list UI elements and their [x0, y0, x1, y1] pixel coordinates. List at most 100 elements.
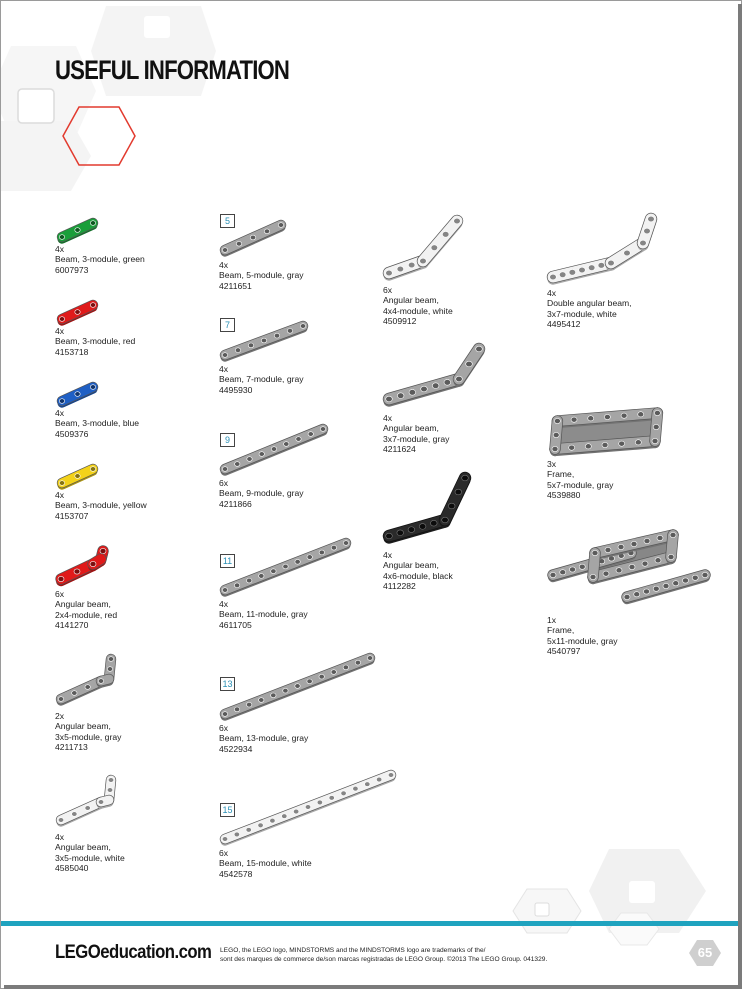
- part-id: 4585040: [55, 863, 89, 874]
- part-name-size: 3x7-module, white: [547, 308, 617, 319]
- angular-2x4-red-illustration: [55, 545, 109, 587]
- footer-accent-bar: [1, 921, 741, 926]
- part-qty: 4x: [383, 413, 393, 423]
- beam-9-gray-illustration: [219, 423, 329, 476]
- part-name: Beam, 15-module, white: [219, 858, 312, 869]
- part-qty: 1x: [547, 615, 557, 625]
- part-name-size: 3x5-module, gray: [55, 731, 122, 742]
- angular-4x6-black-illustration: [382, 471, 472, 544]
- angular-3x5-gray-illustration: [55, 653, 117, 706]
- size-badge-15: 15: [220, 803, 235, 817]
- part-double-angular-3x7-white: 4x Double angular beam, 3x7-module, whit…: [546, 211, 661, 330]
- part-name: Beam, 7-module, gray: [219, 374, 304, 385]
- page-title: USEFUL INFORMATION: [55, 55, 290, 85]
- part-name-size: 4x6-module, black: [383, 570, 453, 581]
- part-qty: 3x: [547, 459, 557, 469]
- part-beam-3-red: 4x Beam, 3-module, red 4153718: [55, 295, 135, 357]
- part-angular-3x7-gray: 4x Angular beam, 3x7-module, gray 421162…: [382, 339, 487, 455]
- page-shadow-right: [738, 4, 742, 989]
- part-name-size: 5x7-module, gray: [547, 479, 614, 490]
- part-qty: 4x: [547, 288, 557, 298]
- part-angular-2x4-red: 6x Angular beam, 2x4-module, red 4141270: [55, 541, 117, 631]
- part-name: Beam, 9-module, gray: [219, 488, 304, 499]
- part-id: 4495412: [547, 319, 581, 330]
- part-qty: 6x: [219, 848, 229, 858]
- part-qty: 4x: [55, 490, 65, 500]
- part-name: Beam, 3-module, green: [55, 254, 145, 265]
- part-name: Double angular beam,: [547, 298, 632, 309]
- beam-5-gray-illustration: [219, 219, 287, 257]
- part-name-size: 3x5-module, white: [55, 852, 125, 863]
- beam-11-gray-illustration: [219, 537, 352, 597]
- part-name: Beam, 5-module, gray: [219, 270, 304, 281]
- part-name-size: 5x11-module, gray: [547, 635, 618, 646]
- part-qty: 4x: [383, 550, 393, 560]
- part-name-size: 2x4-module, red: [55, 609, 118, 620]
- part-name: Angular beam,: [55, 842, 111, 853]
- legal-line-1: LEGO, the LEGO logo, MINDSTORMS and the …: [220, 947, 486, 954]
- part-id: 4509376: [55, 428, 89, 439]
- part-qty: 2x: [55, 711, 65, 721]
- part-beam-3-blue: 4x Beam, 3-module, blue 4509376: [55, 377, 139, 439]
- part-qty: 4x: [55, 832, 65, 842]
- legal-line-2: sont des marques de commerce de/son marc…: [220, 955, 548, 963]
- page-number-badge: 65: [689, 939, 721, 967]
- part-frame-5x7-gray: 3x Frame, 5x7-module, gray 4539880: [547, 403, 664, 501]
- part-name: Beam, 3-module, red: [55, 336, 136, 347]
- part-beam-7-gray: 4x Beam, 7-module, gray 4495930: [219, 315, 309, 395]
- angular-3x7-gray-illustration: [382, 342, 486, 407]
- part-id: 4211651: [219, 280, 252, 291]
- part-qty: 4x: [55, 408, 65, 418]
- part-id: 4542578: [219, 868, 253, 879]
- part-name-size: 3x7-module, gray: [383, 433, 450, 444]
- part-angular-3x5-gray: 2x Angular beam, 3x5-module, gray 421171…: [55, 649, 125, 753]
- part-beam-9-gray: 6x Beam, 9-module, gray 4211866: [219, 419, 331, 509]
- size-badge-11: 11: [220, 554, 235, 568]
- part-angular-4x4-white: 6x Angular beam, 4x4-module, white 45099…: [382, 211, 465, 327]
- part-id: 4611705: [219, 619, 252, 630]
- part-qty: 4x: [219, 260, 229, 270]
- size-badge-7: 7: [220, 318, 235, 332]
- beam-3-red-illustration: [56, 299, 99, 326]
- page-shadow-bottom: [4, 985, 742, 989]
- size-badge-9: 9: [220, 433, 235, 447]
- part-name-size: 4x4-module, white: [383, 305, 453, 316]
- page-number-hexagon-icon: [689, 940, 721, 966]
- decorative-hexagons-bottom: [512, 849, 706, 946]
- part-beam-3-green: 4x Beam, 3-module, green 6007973: [55, 213, 145, 275]
- part-qty: 6x: [219, 478, 229, 488]
- part-id: 4540797: [547, 646, 581, 657]
- decorative-hexagons-top: [1, 6, 216, 191]
- part-id: 4211713: [55, 742, 88, 753]
- angular-4x4-white-illustration: [382, 214, 464, 281]
- part-name: Angular beam,: [383, 423, 439, 434]
- beam-3-yellow-illustration: [56, 463, 99, 490]
- part-id: 4509912: [383, 316, 417, 327]
- part-id: 4211866: [219, 498, 252, 509]
- part-beam-13-gray: 6x Beam, 13-module, gray 4522934: [219, 646, 376, 754]
- part-qty: 6x: [219, 723, 229, 733]
- beam-3-green-illustration: [56, 217, 99, 244]
- part-name: Frame,: [547, 469, 575, 480]
- part-id: 4141270: [55, 620, 89, 631]
- part-id: 4211624: [383, 444, 416, 455]
- part-angular-4x6-black: 4x Angular beam, 4x6-module, black 41122…: [382, 470, 479, 592]
- footer-website-link[interactable]: LEGOeducation.com: [55, 942, 212, 963]
- part-id: 4153718: [55, 346, 89, 357]
- part-beam-3-yellow: 4x Beam, 3-module, yellow 4153707: [55, 459, 147, 521]
- part-qty: 4x: [219, 599, 229, 609]
- part-beam-5-gray: 4x Beam, 5-module, gray 4211651: [219, 211, 304, 291]
- beam-15-white-illustration: [219, 769, 397, 846]
- part-beam-15-white: 6x Beam, 15-module, white 4542578: [219, 763, 397, 879]
- part-qty: 6x: [55, 589, 65, 599]
- part-name: Angular beam,: [55, 599, 111, 610]
- part-name: Beam, 3-module, blue: [55, 418, 140, 429]
- part-id: 4112282: [383, 581, 416, 592]
- part-qty: 4x: [55, 326, 65, 336]
- part-qty: 4x: [55, 244, 65, 254]
- part-name: Frame,: [547, 625, 575, 636]
- frame-5x7-gray-illustration: [549, 407, 664, 457]
- footer-legal-text: LEGO, the LEGO logo, MINDSTORMS and the …: [220, 947, 547, 964]
- size-badge-13: 13: [220, 677, 235, 691]
- part-id: 4153707: [55, 510, 89, 521]
